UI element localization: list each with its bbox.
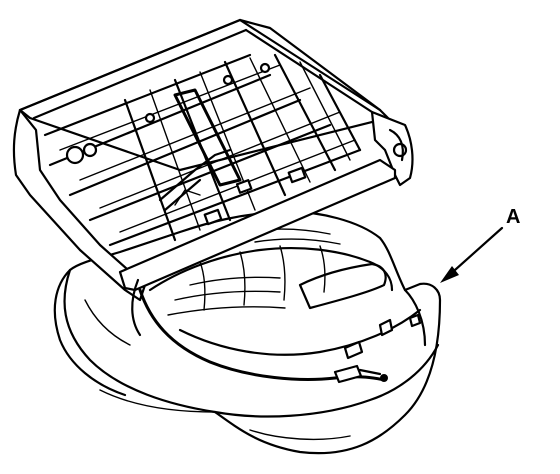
release-cable bbox=[131, 278, 388, 384]
seat-back-frame bbox=[12, 18, 414, 302]
callout-arrow-a bbox=[440, 226, 504, 283]
seat-cushion bbox=[53, 210, 442, 455]
callout-label-a: A bbox=[506, 206, 521, 228]
